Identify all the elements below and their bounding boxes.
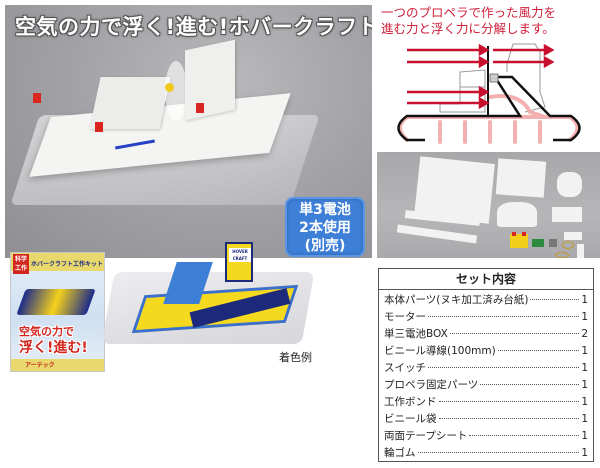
package-product-name: ホバークラフト工作キット [31,261,104,268]
rubber-band [562,241,574,249]
package-bottom-bar [11,359,104,371]
motor-yellow [165,83,174,92]
list-item: 単三電池BOX 2 [384,326,588,343]
item-qty: 1 [581,294,588,306]
item-name: プロペラ固定パーツ [384,379,479,391]
list-item: ビニール導線(100mm) 1 [384,343,588,360]
package-maker: アーテック [25,362,55,369]
hull-skirt-icon [397,75,581,142]
package-slogan-line1: 空気の力で [19,325,74,338]
package-craft-image [16,289,96,315]
leader-dots [469,435,580,436]
item-qty: 1 [581,362,588,374]
caption-line2: 進む力と浮く力に分解します。 [381,21,555,36]
set-contents-table: セット内容 本体パーツ(ヌキ加工済み台紙) 1 モーター 1 単三電池BOX 2 ビニ… [378,268,594,462]
product-package: 科学 工作 ホバークラフト工作キット 空気の力で 浮く!進む! アーテック [10,252,105,372]
leader-dots [438,418,580,419]
leader-dots [449,333,580,334]
red-clip [95,122,103,132]
item-name: モーター [384,311,426,323]
item-qty: 1 [581,311,588,323]
airflow-diagram [397,43,581,144]
item-qty: 1 [581,430,588,442]
switch [532,239,544,247]
package-slogan-line2: 浮く!進む! [19,340,88,356]
list-item: モーター 1 [384,309,588,326]
list-item: 工作ボンド 1 [384,394,588,411]
thrust-arrows-icon [407,43,555,110]
item-qty: 1 [581,396,588,408]
page-title: 空気の力で浮く!進む!ホバークラフト [15,15,372,39]
motor-icon [489,73,499,83]
battery-box [510,234,528,248]
example-fin-label: HOVER CRAFT [229,248,251,262]
cardboard-strip [396,224,478,244]
cardboard-piece [557,172,582,197]
cardboard-piece [497,202,537,227]
item-qty: 1 [581,379,588,391]
item-qty: 1 [581,345,588,357]
color-example-caption: 着色例 [279,351,312,364]
item-qty: 1 [581,413,588,425]
item-name: 単三電池BOX [384,328,448,340]
list-item: スイッチ 1 [384,360,588,377]
leader-dots [428,316,580,317]
item-name: 工作ボンド [384,396,437,408]
leader-dots [428,367,580,368]
diagram-caption: 一つのプロペラで作った風力を 進む力と浮く力に分解します。 [381,5,596,37]
package-badge-line2: 工作 [14,265,27,272]
cardboard-sheet [495,158,547,198]
hovercraft-fin [185,39,235,121]
list-item: 輪ゴム 1 [384,445,588,462]
caption-line1: 一つのプロペラで作った風力を [381,5,557,20]
set-contents-title: セット内容 [379,269,593,290]
package-badge-line1: 科学 [14,256,27,263]
leader-dots [438,401,580,402]
battery-badge-line3: (別売) [304,238,346,254]
list-item: ビニール袋 1 [384,411,588,428]
red-cap [512,232,516,236]
red-clip [196,103,204,113]
item-name: 両面テープシート [384,430,468,442]
item-name: ビニール導線(100mm) [384,345,496,357]
battery-badge: 単3電池 2本使用 (別売) [285,197,365,257]
list-item: 両面テープシート 1 [384,428,588,445]
leader-dots [530,299,580,300]
package-badge: 科学 工作 [13,254,29,274]
item-name: スイッチ [384,362,426,374]
cardboard-piece [552,207,582,222]
package-top-bar [11,253,104,271]
set-contents-list: 本体パーツ(ヌキ加工済み台紙) 1 モーター 1 単三電池BOX 2 ビニール導線(1… [379,290,593,462]
item-qty: 2 [581,328,588,340]
leader-dots [480,384,580,385]
red-clip [33,93,41,103]
item-name: ビニール袋 [384,413,437,425]
leader-dots [497,350,580,351]
propeller [165,61,187,121]
kit-parts-photo [377,152,600,258]
motor [549,239,557,247]
leader-dots [417,452,580,453]
item-name: 本体パーツ(ヌキ加工済み台紙) [384,294,529,306]
product-photo: 空気の力で浮く!進む!ホバークラフト 単3電池 2本使用 (別売) [5,5,372,258]
rubber-band [555,252,569,258]
list-item: 本体パーツ(ヌキ加工済み台紙) 1 [384,292,588,309]
glue-bottle [577,244,584,258]
cardboard-piece [564,232,582,240]
battery-badge-line1: 単3電池 [299,202,351,218]
battery-badge-line2: 2本使用 [299,220,351,236]
item-qty: 1 [581,447,588,459]
item-name: 輪ゴム [384,447,416,459]
list-item: プロペラ固定パーツ 1 [384,377,588,394]
red-cap [522,232,526,236]
